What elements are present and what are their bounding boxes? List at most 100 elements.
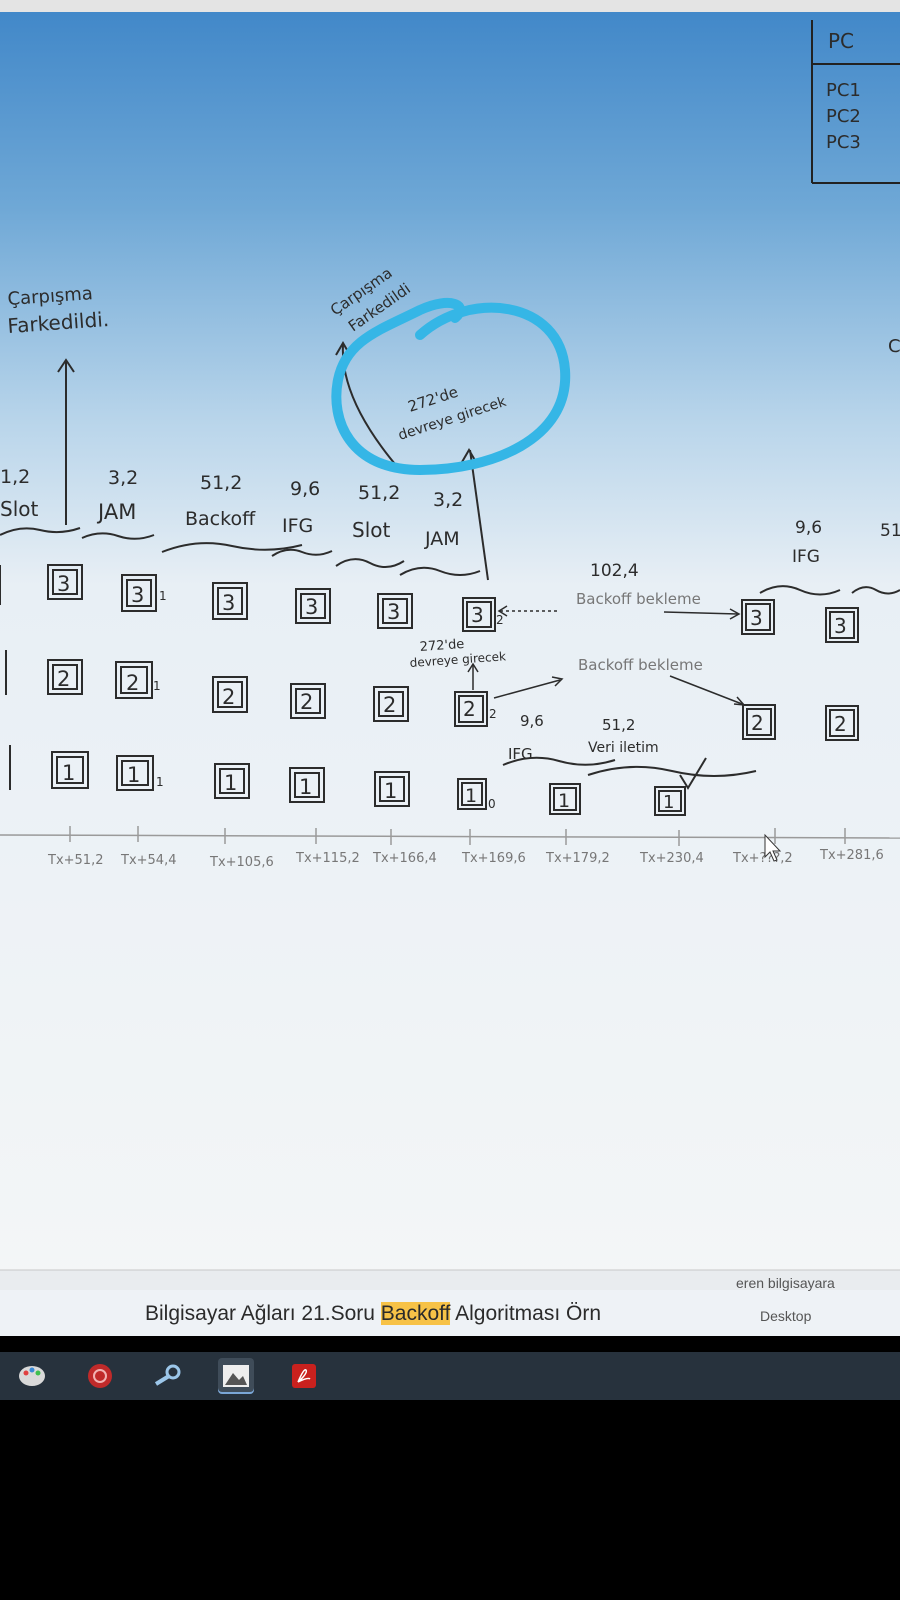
svg-text:Tx+179,2: Tx+179,2 bbox=[545, 851, 610, 866]
pc1-segment-2-value: 51,2 bbox=[602, 716, 635, 734]
pc1-labels: 1 1 1 1 1 1 1 1 1 0 bbox=[62, 761, 674, 813]
segment-7-label: Backoff bekleme bbox=[576, 590, 701, 608]
segment-3-label: Backoff bbox=[185, 508, 256, 530]
svg-text:3: 3 bbox=[222, 591, 235, 615]
paint-icon[interactable] bbox=[14, 1358, 50, 1394]
svg-text:Tx+169,6: Tx+169,6 bbox=[461, 851, 526, 866]
segment-3-value: 51,2 bbox=[200, 472, 242, 494]
screen-top-edge bbox=[0, 0, 900, 12]
pc2-row bbox=[5, 650, 859, 741]
svg-text:2: 2 bbox=[222, 685, 235, 709]
segment-8-label: IFG bbox=[792, 547, 820, 567]
document-title-prefix: Bilgisayar Ağları 21.Soru bbox=[145, 1302, 381, 1325]
note-272-arrow bbox=[467, 662, 479, 690]
side-entry-location[interactable]: eren bilgisayara bbox=[736, 1275, 835, 1291]
segment-5-value: 51,2 bbox=[358, 482, 400, 504]
segment-6-value: 3,2 bbox=[433, 489, 463, 511]
svg-text:Tx+51,2: Tx+51,2 bbox=[47, 853, 103, 868]
svg-text:2: 2 bbox=[57, 667, 70, 691]
note-272-line2: devreye girecek bbox=[409, 649, 506, 670]
timeline-axis bbox=[0, 826, 900, 846]
svg-text:2: 2 bbox=[496, 613, 504, 627]
screen-background bbox=[0, 0, 900, 1300]
pc1-segment-1-value: 9,6 bbox=[520, 712, 544, 730]
svg-text:1: 1 bbox=[299, 775, 312, 799]
svg-text:1: 1 bbox=[153, 679, 161, 693]
svg-text:1: 1 bbox=[156, 775, 164, 789]
svg-text:2: 2 bbox=[489, 707, 497, 721]
document-title-highlight: Backoff bbox=[380, 1302, 451, 1325]
segment-2-value: 3,2 bbox=[108, 467, 138, 489]
pc-table-row-2: PC2 bbox=[826, 106, 861, 127]
segment-4-label: IFG bbox=[282, 515, 313, 537]
pc3-labels: 3 3 3 3 3 3 3 3 1 2 bbox=[57, 572, 847, 638]
svg-text:2: 2 bbox=[463, 697, 476, 721]
pc1-segment-1-label: IFG bbox=[508, 745, 533, 763]
svg-text:2: 2 bbox=[126, 671, 139, 695]
svg-text:2: 2 bbox=[751, 711, 764, 735]
svg-text:1: 1 bbox=[384, 779, 397, 803]
pc-table-row-1: PC1 bbox=[826, 80, 861, 101]
svg-text:3: 3 bbox=[305, 595, 318, 619]
svg-text:3: 3 bbox=[387, 600, 400, 624]
segment-9-value: 51 bbox=[880, 521, 900, 541]
svg-text:2: 2 bbox=[383, 693, 396, 717]
edge-glyph: C bbox=[888, 336, 900, 357]
brace-lines bbox=[0, 527, 900, 777]
pc3-row bbox=[0, 564, 859, 643]
svg-text:1: 1 bbox=[127, 763, 140, 787]
segment-2-label: JAM bbox=[96, 500, 136, 524]
photos-icon[interactable] bbox=[218, 1358, 254, 1394]
media-player-icon[interactable] bbox=[82, 1358, 118, 1394]
pc-table bbox=[811, 20, 900, 184]
svg-text:1: 1 bbox=[663, 792, 674, 813]
svg-text:Tx+54,4: Tx+54,4 bbox=[120, 853, 176, 868]
segment-4-value: 9,6 bbox=[290, 478, 320, 500]
side-entry-desktop[interactable]: Desktop bbox=[760, 1308, 812, 1324]
timeline-labels: Tx+51,2 Tx+54,4 Tx+105,6 Tx+115,2 Tx+166… bbox=[47, 848, 884, 870]
segment-6-label: JAM bbox=[424, 528, 460, 550]
svg-text:1: 1 bbox=[62, 761, 75, 785]
svg-text:3: 3 bbox=[57, 572, 70, 596]
svg-text:1: 1 bbox=[558, 790, 570, 812]
svg-text:2: 2 bbox=[300, 690, 313, 714]
svg-text:0: 0 bbox=[488, 797, 496, 811]
pc-table-row-3: PC3 bbox=[826, 132, 861, 153]
segment-labels: 1,2 Slot 3,2 JAM 51,2 Backoff 9,6 IFG 51… bbox=[0, 466, 900, 608]
svg-text:1: 1 bbox=[224, 771, 237, 795]
svg-text:Tx+115,2: Tx+115,2 bbox=[295, 851, 360, 866]
mouse-cursor bbox=[764, 833, 782, 862]
svg-text:1: 1 bbox=[159, 589, 167, 603]
svg-text:2: 2 bbox=[834, 712, 847, 736]
segment-8-value: 9,6 bbox=[795, 518, 822, 538]
pc-table-header: PC bbox=[828, 29, 854, 53]
svg-text:1: 1 bbox=[465, 785, 477, 807]
document-title[interactable]: Bilgisayar Ağları 21.Soru Backoff Algori… bbox=[145, 1302, 601, 1326]
segment-5-label: Slot bbox=[352, 518, 390, 542]
segment-1-label: Slot bbox=[0, 497, 38, 521]
note-272-line1: 272'de bbox=[419, 637, 465, 655]
window-title-bar bbox=[0, 1290, 900, 1336]
taskbar bbox=[0, 1352, 900, 1400]
svg-text:Tx+230,4: Tx+230,4 bbox=[639, 851, 704, 866]
pdf-reader-icon[interactable] bbox=[286, 1358, 322, 1394]
segment-1-value: 1,2 bbox=[0, 466, 30, 488]
collision-arrow-left bbox=[57, 358, 75, 525]
svg-text:Tx+281,6: Tx+281,6 bbox=[819, 848, 884, 863]
svg-text:Tx+105,6: Tx+105,6 bbox=[209, 855, 274, 870]
pc2-backoff-label: Backoff bekleme bbox=[578, 656, 703, 674]
checkmark bbox=[679, 757, 707, 790]
pc1-segment-2-label: Veri iletim bbox=[588, 740, 659, 756]
pc1-row bbox=[9, 745, 686, 816]
document-title-suffix: Algoritması Örn bbox=[450, 1302, 602, 1325]
svg-text:3: 3 bbox=[131, 583, 144, 607]
highlight-circle bbox=[331, 297, 571, 476]
connector-arrows bbox=[493, 605, 746, 706]
steam-icon[interactable] bbox=[150, 1358, 186, 1394]
svg-text:3: 3 bbox=[750, 606, 763, 630]
svg-text:Tx+???,2: Tx+???,2 bbox=[732, 851, 793, 866]
svg-text:3: 3 bbox=[471, 603, 484, 627]
segment-7-value: 102,4 bbox=[590, 561, 639, 581]
svg-text:3: 3 bbox=[834, 614, 847, 638]
